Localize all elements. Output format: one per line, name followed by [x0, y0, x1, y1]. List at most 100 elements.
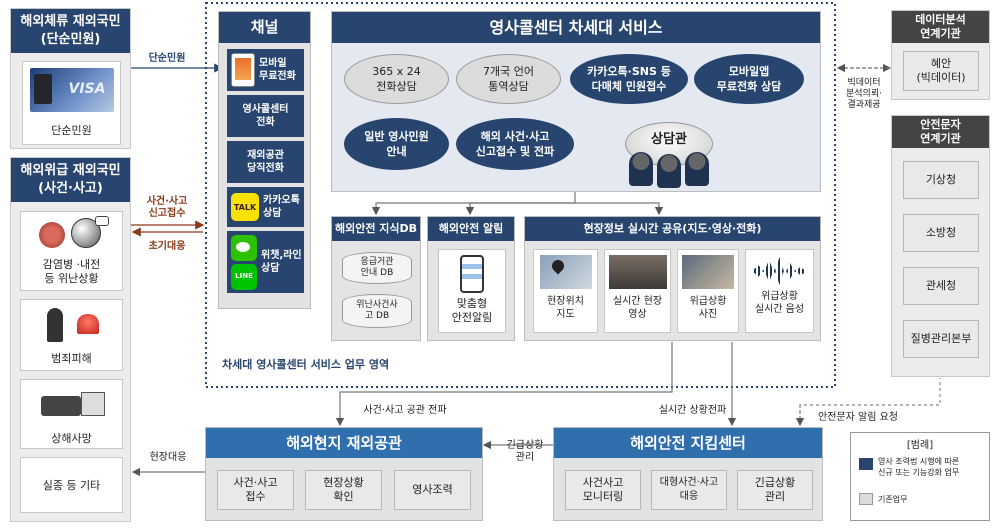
- embassy-item-incident: 사건·사고 접수: [217, 470, 294, 510]
- field-item-label: 위급상황 사진: [689, 296, 727, 320]
- field-share-title: 현장정보 실시간 공유(지도·영상·전화): [525, 217, 820, 241]
- line-icon-text: LINE: [235, 272, 253, 280]
- service-multimedia: 카카오톡·SNS 등 다매체 민원접수: [570, 54, 688, 104]
- thief-icon: [47, 308, 63, 342]
- safety-center-title: 해외안전 지킴센터: [554, 428, 822, 458]
- service-mobile-app: 모바일앱 무료전화 상담: [694, 54, 804, 104]
- embassy-item-consular: 영사조력: [394, 470, 471, 510]
- list-item-label: 범죄피해: [51, 352, 92, 365]
- channel-item-embassy-duty: 재외공관 당직전화: [227, 141, 304, 183]
- counselor-group: 상담관: [617, 118, 721, 190]
- list-item-crime: 범죄피해: [20, 299, 123, 371]
- legend-item-new: 영사 조력법 시행에 따른 신규 또는 기능강화 업무: [859, 456, 959, 478]
- channel-panel: 채널 모바일 무료전화 영사콜센터 전화 재외공관 당직전화 TALK 카카오톡…: [218, 11, 311, 309]
- channel-item-callcenter: 영사콜센터 전화: [227, 95, 304, 137]
- service-general-guide: 일반 영사민원 안내: [344, 118, 449, 170]
- custom-alert-card: 맞춤형 안전알림: [438, 249, 506, 333]
- arrow-label-field-response: 현장대응: [149, 452, 187, 463]
- channel-item-mobile: 모바일 무료전화: [227, 49, 304, 91]
- legend-label: 영사 조력법 시행에 따른 신규 또는 기능강화 업무: [878, 457, 960, 477]
- arrow-label-alert-request: 안전문자 알림 요청: [818, 412, 898, 423]
- db-label: 응급거관 안내 DB: [360, 257, 394, 278]
- simple-civilian-panel: 해외체류 재외국민 (단순민원) VISA 단순민원: [10, 8, 131, 149]
- visa-image: VISA: [29, 68, 114, 112]
- services-title: 영사콜센터 차세대 서비스: [332, 12, 820, 43]
- legend-swatch-gray: [859, 493, 873, 505]
- channel-title: 채널: [219, 12, 310, 43]
- embassy-title: 해외현지 재외공관: [206, 428, 482, 458]
- safety-org-title: 안전문자 연계기관: [892, 116, 989, 148]
- channel-item-label: 영사콜센터 전화: [242, 104, 289, 128]
- data-org-item: 혜안 (빅데이터): [903, 51, 979, 91]
- safety-center-panel: 해외안전 지킴센터 사건사고 모니터링 대형사건·사고 대응 긴급상황 관리: [553, 427, 823, 521]
- embassy-item-situation: 현장상황 확인: [305, 470, 382, 510]
- kakao-icon: TALK: [231, 193, 259, 221]
- center-item-emergency: 긴급상황 관리: [737, 470, 813, 510]
- db-cylinder-disaster: 위난사건사 고 DB: [342, 294, 412, 328]
- service-area-label: 차세대 영사콜센터 서비스 업무 영역: [222, 358, 390, 371]
- channel-item-wechat-line: LINE 위챗,라인 상담: [227, 231, 304, 293]
- embassy-panel: 해외현지 재외공관 사건·사고 접수 현장상황 확인 영사조력: [205, 427, 483, 521]
- list-item-label: 감염병 ·내전 등 위난상황: [42, 258, 101, 285]
- kakao-icon-text: TALK: [233, 202, 257, 212]
- field-item-label: 위급상황 실시간 음성: [754, 291, 805, 315]
- legend-swatch-blue: [859, 458, 873, 470]
- org-customs: 관세청: [903, 267, 979, 305]
- map-icon: [539, 255, 592, 289]
- arrow-label-realtime-share: 실시간 상황전파: [658, 405, 727, 416]
- field-map-card: 현장위치 지도: [533, 249, 598, 333]
- simple-civilian-card: VISA 단순민원: [22, 61, 121, 145]
- field-video-card: 실시간 현장 영상: [604, 249, 671, 333]
- field-voice-card: 위급상황 실시간 음성: [745, 249, 814, 333]
- field-item-label: 현장위치 지도: [547, 296, 584, 320]
- photo-image: [682, 255, 734, 289]
- mobile-icon: [231, 53, 255, 87]
- org-kcdc: 질병관리본부: [903, 320, 979, 358]
- legend-item-existing: 기존업무: [859, 493, 907, 505]
- field-item-label: 실시간 현장 영상: [612, 296, 663, 320]
- safety-org-panel: 안전문자 연계기관 기상청 소방청 관세청 질병관리본부: [891, 115, 990, 377]
- siren-icon: [77, 314, 99, 334]
- emergency-civilian-panel: 해외위급 재외국민 (사건·사고) 감염병 ·내전 등 위난상황 범죄피해 상해…: [10, 157, 131, 522]
- arrow-label-bigdata: 빅데이터 분석의뢰· 결과제공: [846, 78, 882, 110]
- simple-civilian-item: 단순민원: [51, 124, 92, 137]
- stretcher-icon: [41, 396, 81, 416]
- list-item-missing: 실종 등 기타: [20, 457, 123, 513]
- counselor-label: 상담관: [651, 132, 687, 147]
- counselor-icon: [657, 154, 681, 188]
- soundwave-icon: [753, 257, 806, 285]
- data-org-title: 데이터분석 연계기관: [892, 11, 989, 43]
- list-item-injury: 상해사망: [20, 379, 123, 449]
- phone-alert-icon: [460, 255, 484, 293]
- arrow-label-incident-report: 사건·사고 신고접수: [146, 196, 188, 219]
- knowledge-db-title: 해외안전 지식DB: [332, 217, 420, 241]
- channel-list: 모바일 무료전화 영사콜센터 전화 재외공관 당직전화 TALK 카카오톡 상담…: [219, 43, 310, 293]
- simple-civilian-title: 해외체류 재외국민 (단순민원): [11, 9, 130, 53]
- org-fire: 소방청: [903, 214, 979, 252]
- arrow-label-simple: 단순민원: [148, 53, 186, 64]
- channel-item-label: 모바일 무료전화: [259, 58, 296, 82]
- services-panel: 영사콜센터 차세대 서비스 365 x 24 전화상담 7개국 언어 통역상담 …: [331, 11, 821, 192]
- arrow-label-initial-response: 초기대응: [148, 241, 186, 252]
- ambulance-icon: [81, 392, 105, 416]
- legend-label: 기존업무: [878, 494, 908, 504]
- virus-icon: [39, 222, 65, 248]
- video-image: [608, 255, 667, 289]
- field-share-panel: 현장정보 실시간 공유(지도·영상·전화) 현장위치 지도 실시간 현장 영상 …: [524, 216, 821, 341]
- wechat-icon: [231, 234, 257, 261]
- line-icon: LINE: [231, 263, 257, 290]
- center-item-large-incident: 대형사건·사고 대응: [651, 470, 727, 510]
- arrow-label-emergency: 긴급상황 관리: [506, 440, 544, 463]
- legend: [범례] 영사 조력법 시행에 따른 신규 또는 기능강화 업무 기존업무: [850, 432, 990, 521]
- channel-item-label: 재외공관 당직전화: [247, 150, 284, 174]
- counselor-icon: [685, 152, 709, 186]
- custom-alert-label: 맞춤형 안전알림: [451, 297, 493, 324]
- list-item-label: 상해사망: [51, 432, 92, 445]
- counselor-icon: [629, 152, 653, 186]
- service-area-border: [205, 2, 836, 388]
- list-item-infection: 감염병 ·내전 등 위난상황: [20, 211, 123, 291]
- service-24-7: 365 x 24 전화상담: [344, 54, 449, 104]
- passport-icon: [33, 74, 52, 104]
- org-weather: 기상청: [903, 161, 979, 199]
